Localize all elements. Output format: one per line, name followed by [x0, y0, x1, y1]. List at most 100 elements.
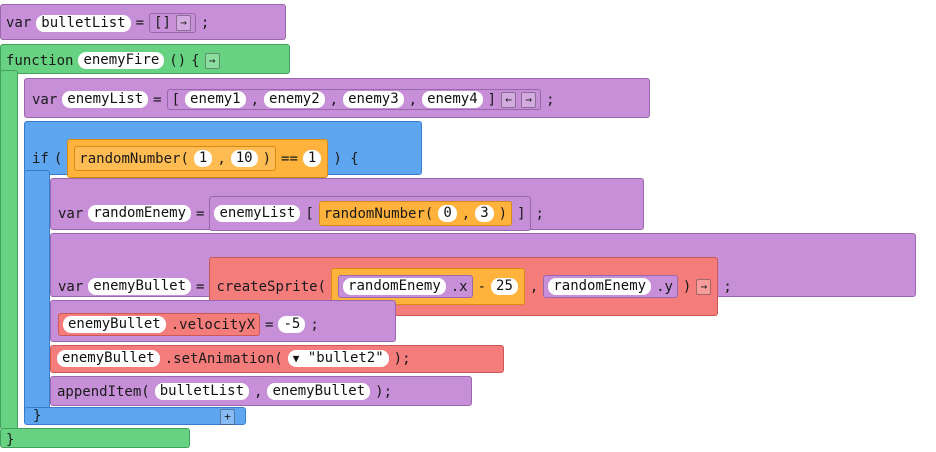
function-call-label: randomNumber( — [79, 150, 189, 167]
variable-name-field[interactable]: enemyBullet — [88, 278, 192, 295]
line-function-close: } — [6, 432, 14, 448]
offset-value-field[interactable]: 25 — [491, 278, 518, 295]
assign-operator: = — [265, 316, 274, 333]
expand-right-arrow-icon[interactable]: → — [175, 15, 191, 31]
line-if-header: if ( randomNumber( 1 , 10 ) == 1 ) { — [32, 139, 359, 178]
array-item-enemy3[interactable]: enemy3 — [343, 91, 404, 108]
if-keyword: if — [32, 150, 49, 167]
array-item-enemy1[interactable]: enemy1 — [185, 91, 246, 108]
close-paren: ) — [498, 205, 508, 222]
line-function-header: function enemyFire () { → — [6, 52, 220, 69]
var-keyword: var — [58, 278, 84, 295]
array-item-enemy4[interactable]: enemy4 — [422, 91, 483, 108]
object-name-field[interactable]: enemyBullet — [63, 316, 166, 333]
randomNumber-call-block[interactable]: randomNumber( 0 , 3 ) — [318, 201, 513, 226]
add-item-right-arrow-icon[interactable]: → — [521, 91, 537, 108]
dropdown-arrow-icon: ▼ — [292, 352, 300, 365]
statement-end: ); — [375, 383, 393, 400]
arg-min-field[interactable]: 0 — [438, 205, 457, 222]
variable-name-field[interactable]: enemyList — [62, 91, 149, 108]
add-else-plus-icon[interactable]: + — [220, 409, 235, 425]
subtraction-block[interactable]: randomEnemy .x - 25 — [331, 268, 525, 305]
assign-operator: = — [196, 278, 205, 295]
semicolon: ; — [310, 316, 319, 333]
comma: , — [461, 205, 471, 222]
list-name-field[interactable]: bulletList — [154, 383, 250, 400]
arg-max-field[interactable]: 3 — [475, 205, 494, 222]
assign-operator: = — [153, 91, 162, 108]
add-arg-right-arrow-icon[interactable]: → — [696, 278, 712, 295]
line-var-bulletList: var bulletList = [] → ; — [6, 13, 209, 33]
close-brace: } — [6, 432, 15, 448]
array-item-enemy2[interactable]: enemy2 — [264, 91, 325, 108]
list-name-field[interactable]: enemyList — [214, 205, 301, 222]
array-index-block[interactable]: enemyList [ randomNumber( 0 , 3 ) ] — [209, 196, 531, 231]
function-call-label: appendItem( — [57, 383, 150, 400]
function-block-enemyFire[interactable] — [0, 44, 290, 74]
line-appendItem: appendItem( bulletList , enemyBullet ); — [57, 383, 392, 400]
semicolon: ; — [546, 91, 555, 108]
comma: , — [217, 150, 226, 167]
statement-end: ); — [393, 350, 411, 367]
var-keyword: var — [6, 15, 32, 31]
object-name-field[interactable]: enemyBullet — [57, 350, 160, 367]
comma: , — [529, 278, 539, 295]
line-assign-velocityX: enemyBullet .velocityX = -5 ; — [58, 313, 319, 336]
line-if-close: } — [33, 408, 41, 424]
array-literal: [] — [154, 15, 171, 31]
open-bracket: [ — [305, 205, 314, 222]
equality-operator: == — [281, 150, 298, 167]
add-param-arrow-icon[interactable]: → — [204, 52, 220, 69]
close-brace: } — [33, 408, 42, 424]
function-keyword: function — [6, 52, 74, 69]
array-literal-block[interactable]: [ enemy1 , enemy2 , enemy3 , enemy4 ] ← … — [166, 89, 542, 110]
empty-array-block[interactable]: [] → — [149, 13, 196, 33]
property-access-block[interactable]: randomEnemy .x — [338, 275, 473, 298]
var-keyword: var — [58, 205, 84, 222]
function-call-label: createSprite( — [216, 278, 327, 295]
object-name-field[interactable]: randomEnemy — [548, 278, 652, 295]
remove-item-left-arrow-icon[interactable]: ← — [501, 91, 517, 108]
property-y: .y — [656, 278, 673, 295]
property-velocityX: .velocityX — [170, 316, 256, 333]
function-call-label: randomNumber( — [323, 205, 434, 222]
semicolon: ; — [535, 205, 544, 222]
randomNumber-call-block[interactable]: randomNumber( 1 , 10 ) — [74, 146, 277, 171]
function-parens: () — [169, 52, 187, 69]
comparison-block[interactable]: randomNumber( 1 , 10 ) == 1 — [67, 139, 329, 178]
comparison-value-field[interactable]: 1 — [302, 150, 322, 167]
property-access-block[interactable]: randomEnemy .y — [543, 275, 678, 298]
comma: , — [408, 91, 418, 108]
close-bracket: ] — [517, 205, 526, 222]
minus-operator: - — [477, 278, 487, 295]
property-block[interactable]: enemyBullet .velocityX — [58, 313, 261, 336]
item-name-field[interactable]: enemyBullet — [267, 383, 371, 400]
line-var-enemyList: var enemyList = [ enemy1 , enemy2 , enem… — [32, 89, 555, 110]
close-paren: ) — [682, 278, 692, 295]
line-var-randomEnemy: var randomEnemy = enemyList [ randomNumb… — [58, 196, 544, 231]
object-name-field[interactable]: randomEnemy — [343, 278, 446, 295]
arg-min-field[interactable]: 1 — [193, 150, 213, 167]
statement-appendItem[interactable] — [50, 376, 472, 406]
variable-name-field[interactable]: bulletList — [36, 14, 131, 32]
velocity-value-field[interactable]: -5 — [278, 316, 306, 333]
animation-name-value: "bullet2" — [307, 350, 384, 366]
property-x: .x — [450, 278, 468, 295]
close-paren: ) — [262, 150, 272, 167]
animation-dropdown[interactable]: ▼ "bullet2" — [287, 350, 389, 367]
comma: , — [329, 91, 339, 108]
open-paren: ( — [53, 150, 63, 167]
comma: , — [254, 383, 263, 400]
assign-operator: = — [135, 15, 145, 31]
close-bracket: ] — [487, 91, 497, 108]
if-header-end: ) { — [333, 150, 359, 167]
comma: , — [250, 91, 260, 108]
line-setAnimation: enemyBullet .setAnimation( ▼ "bullet2" )… — [57, 350, 411, 367]
var-keyword: var — [32, 91, 58, 108]
function-name-field[interactable]: enemyFire — [78, 52, 165, 69]
semicolon: ; — [200, 15, 210, 31]
statement-setAnimation[interactable] — [50, 345, 504, 373]
arg-max-field[interactable]: 10 — [230, 150, 258, 167]
method-label: .setAnimation( — [164, 350, 283, 367]
variable-name-field[interactable]: randomEnemy — [88, 205, 192, 222]
